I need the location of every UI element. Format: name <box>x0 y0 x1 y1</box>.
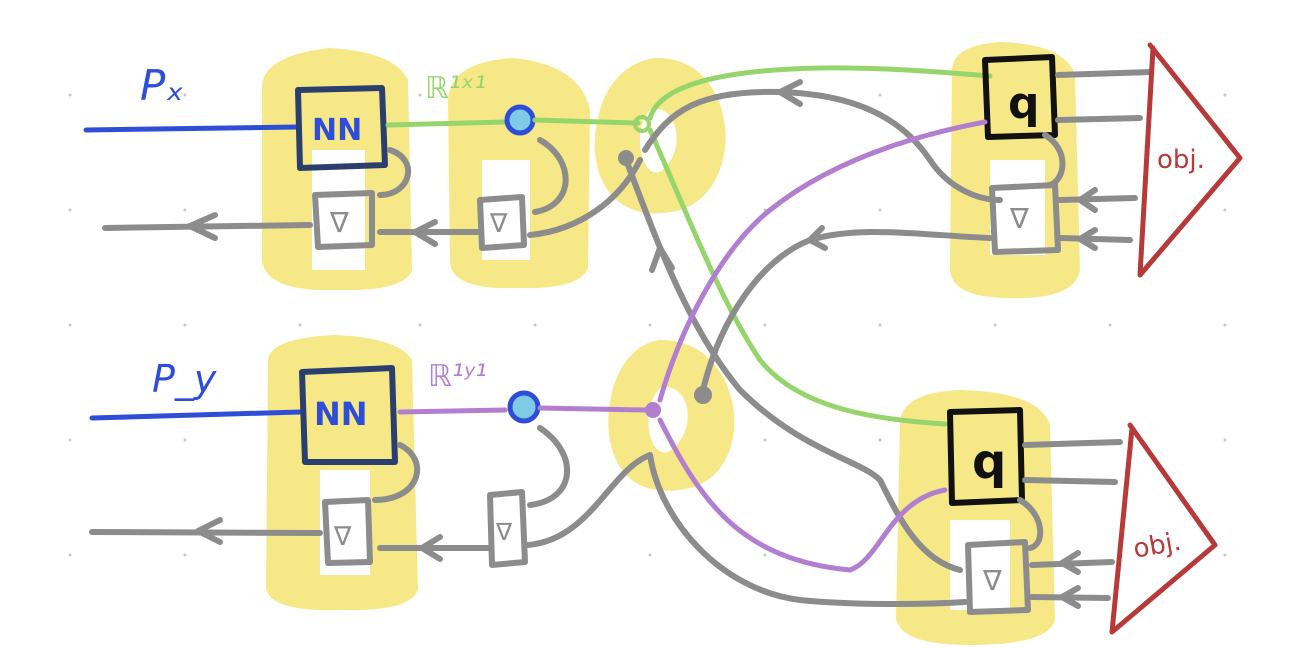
x-path-to-q-top <box>647 65 993 121</box>
grad-nn-to-grad-bottom <box>372 442 421 503</box>
grad-split-to-mid-bottom <box>525 452 653 548</box>
obj-top-back-2 <box>1057 235 1133 243</box>
grad-arrow-up-right <box>807 225 828 251</box>
wire-node-to-split-top <box>532 117 641 126</box>
q-bottom-loop <box>1017 497 1044 551</box>
bottom-branch: P_y NN ℝ¹ʸ¹ ∇ ∇ q ∇ <box>89 119 1218 635</box>
nn-box-bottom <box>299 365 398 465</box>
objective-label-top: obj. <box>1157 145 1205 175</box>
wire-nn-to-node-bottom <box>397 407 508 415</box>
objective-top <box>1137 42 1243 278</box>
node-top <box>504 104 536 136</box>
highlight-split-bottom <box>608 339 735 491</box>
grad-symbol-bottom-left: ∇ <box>333 522 352 552</box>
grad-out-top <box>102 222 313 231</box>
q-bottom-out-2 <box>1022 477 1118 485</box>
y-path-to-q-top <box>657 119 988 403</box>
q-top-out-2 <box>1055 115 1143 123</box>
grad-dot-bottom <box>694 386 712 404</box>
q-bottom-out-1 <box>1022 439 1123 448</box>
objective-label-bottom: obj. <box>1131 527 1183 565</box>
input-wire-px <box>83 124 301 133</box>
y-path-to-q-bottom <box>657 417 948 573</box>
input-wire-py <box>89 409 303 421</box>
q-box-top <box>982 54 1058 140</box>
nn-box-top <box>295 85 388 171</box>
dot-grid <box>68 93 1227 557</box>
grad-arrow-mid-bottom <box>419 534 443 562</box>
grad-from-q-top <box>642 88 1003 203</box>
obj-top-back-1 <box>1057 195 1138 203</box>
grad-bottom-loop <box>647 452 968 608</box>
grad-symbol-q-top: ∇ <box>1009 202 1029 235</box>
obj-bottom-back-2 <box>1029 594 1111 601</box>
grad-dot-top <box>618 150 634 166</box>
grad-symbol-top-left: ∇ <box>329 206 349 239</box>
label-py: P_y <box>152 357 217 401</box>
x-path-to-q-bottom <box>647 127 948 427</box>
arrow-obj-bottom-1 <box>1059 550 1081 575</box>
grad-box-bottom-mid <box>487 489 528 568</box>
q-top-out-1 <box>1055 69 1153 78</box>
grad-box-q-bottom <box>965 539 1031 615</box>
wire-node-to-split-bottom <box>537 405 648 413</box>
grad-node-loop-top <box>532 137 569 215</box>
arrow-obj-top-2 <box>1077 227 1098 251</box>
label-r-top: ℝ¹ˣ¹ <box>425 71 486 106</box>
split-dot-top <box>633 115 651 133</box>
nn-label-top: NN <box>312 113 362 148</box>
label-px: Pₓ <box>140 61 184 110</box>
split-dot-bottom <box>645 402 661 418</box>
q-label-bottom: q <box>972 434 1006 490</box>
grad-symbol-bottom-mid: ∇ <box>495 518 513 546</box>
objective-bottom <box>1109 422 1218 635</box>
arrow-obj-top-1 <box>1077 187 1098 213</box>
grad-arrow-q-top <box>777 79 803 107</box>
grad-symbol-q-bottom: ∇ <box>982 564 1002 597</box>
highlight-q-top <box>950 42 1080 299</box>
grad-node-loop-bottom <box>527 425 570 508</box>
wire-nn-to-node-top <box>385 119 508 128</box>
label-r-bottom: ℝ¹ʸ¹ <box>428 359 487 394</box>
grad-arrow-bottom <box>195 517 223 545</box>
highlight-q-bottom <box>896 390 1055 645</box>
grad-dot-top-cross <box>625 162 963 573</box>
grad-arrow-cross-up <box>649 245 675 273</box>
highlight-split-top <box>594 57 726 214</box>
grad-symbol-top-mid: ∇ <box>489 209 508 239</box>
obj-bottom-back-1 <box>1029 559 1115 568</box>
grad-nn-to-grad-top <box>377 147 412 198</box>
top-branch: Pₓ NN ℝ¹ˣ¹ ∇ ∇ q ∇ <box>83 42 1243 573</box>
grad-dot-bottom-to-q-top <box>700 228 993 393</box>
highlight-regions <box>262 42 1080 645</box>
arrow-obj-bottom-2 <box>1059 585 1081 609</box>
q-label-top: q <box>1008 78 1040 129</box>
nn-label-bottom: NN <box>314 395 368 433</box>
grad-box-top-left <box>312 190 375 250</box>
grad-box-q-top <box>989 182 1061 255</box>
node-bottom <box>507 390 541 424</box>
grad-arrow-top <box>187 212 218 241</box>
grad-box-bottom-left <box>322 497 373 566</box>
grad-box-top-mid <box>477 194 527 251</box>
grad-arrow-mid-top <box>412 219 438 247</box>
